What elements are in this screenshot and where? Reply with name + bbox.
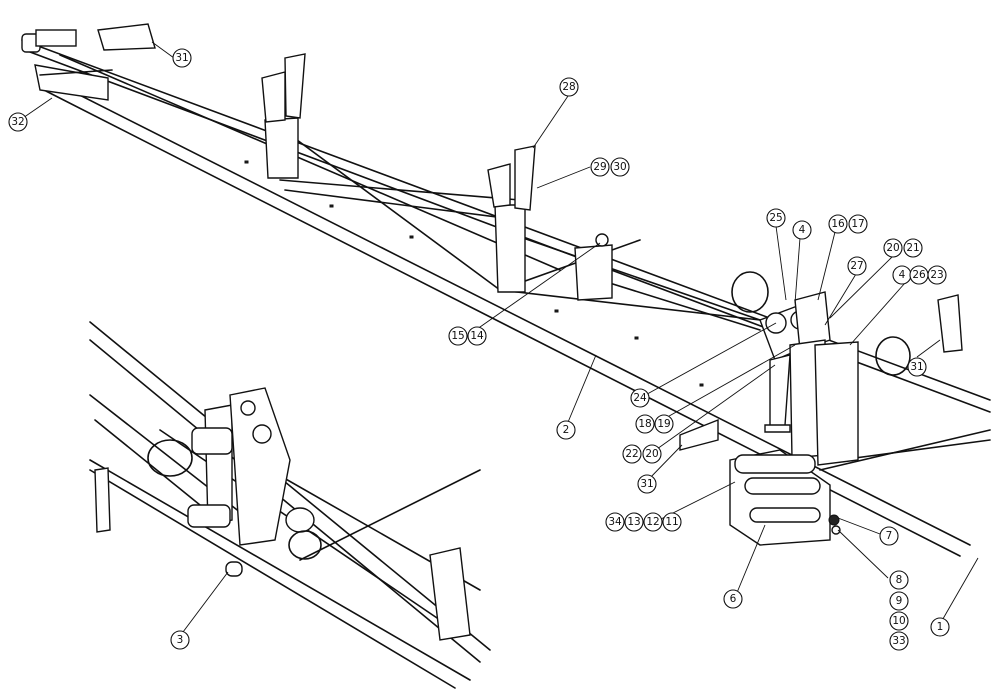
callout-14: 14: [467, 326, 487, 346]
hose-loop-right-2: [875, 336, 911, 376]
svg-text:31: 31: [175, 52, 188, 64]
callout-20b: 20: [642, 444, 662, 464]
callout-17: 17: [848, 214, 868, 234]
callout-31b: 31: [907, 357, 927, 377]
callout-1: 1: [930, 617, 950, 637]
callout-32: 32: [8, 112, 28, 132]
callout-34: 34: [605, 512, 625, 532]
callout-25: 25: [766, 208, 786, 228]
svg-text:21: 21: [906, 242, 919, 254]
pivot-bolt: [595, 233, 609, 247]
callout-31c: 31: [637, 474, 657, 494]
callout-23: 23: [927, 265, 947, 285]
callout-31a: 31: [172, 48, 192, 68]
svg-text:19: 19: [657, 418, 670, 430]
svg-text:33: 33: [892, 635, 905, 647]
lower-decal: [679, 418, 719, 451]
svg-text:8: 8: [896, 574, 903, 586]
svg-text:12: 12: [646, 516, 659, 528]
callout-7: 7: [879, 526, 899, 546]
callout-26: 26: [909, 265, 929, 285]
center-support-post: [487, 145, 536, 293]
svg-text:10: 10: [892, 615, 905, 627]
callout-8: 8: [889, 570, 909, 590]
callout-9: 9: [889, 591, 909, 611]
callout-10: 10: [889, 611, 909, 631]
svg-text:34: 34: [608, 516, 622, 528]
left-support-post: [261, 53, 306, 179]
callout-4b: 4: [892, 265, 912, 285]
svg-text:27: 27: [850, 260, 863, 272]
svg-text:4: 4: [799, 224, 806, 236]
callout-12: 12: [643, 512, 663, 532]
svg-text:30: 30: [613, 161, 626, 173]
callout-20a: 20: [883, 238, 903, 258]
callout-24: 24: [630, 388, 650, 408]
svg-text:25: 25: [769, 212, 782, 224]
svg-text:1: 1: [937, 621, 944, 633]
callout-3: 3: [170, 630, 190, 650]
callout-30: 30: [610, 157, 630, 177]
svg-text:11: 11: [665, 516, 678, 528]
callout-2: 2: [556, 420, 576, 440]
svg-text:29: 29: [593, 161, 606, 173]
callout-19: 19: [654, 414, 674, 434]
svg-text:26: 26: [912, 269, 926, 281]
svg-text:22: 22: [625, 448, 638, 460]
callout-15: 15: [448, 326, 468, 346]
right-decal: [937, 294, 963, 353]
callout-4a: 4: [792, 220, 812, 240]
hose-loop-right-1: [731, 271, 769, 313]
svg-text:24: 24: [633, 392, 647, 404]
svg-text:2: 2: [563, 424, 570, 436]
svg-text:20: 20: [886, 242, 899, 254]
callout-13: 13: [624, 512, 644, 532]
callout-16: 16: [828, 214, 848, 234]
svg-text:6: 6: [730, 593, 737, 605]
svg-text:28: 28: [562, 81, 575, 93]
callout-27: 27: [847, 256, 867, 276]
svg-text:16: 16: [831, 218, 845, 230]
callout-28: 28: [559, 77, 579, 97]
callout-21: 21: [903, 238, 923, 258]
callout-11: 11: [662, 512, 682, 532]
callout-18: 18: [635, 414, 655, 434]
svg-text:14: 14: [470, 330, 484, 342]
svg-text:23: 23: [930, 269, 943, 281]
svg-text:13: 13: [627, 516, 640, 528]
svg-text:31: 31: [910, 361, 923, 373]
svg-text:15: 15: [451, 330, 464, 342]
hinge-assembly: [759, 291, 859, 466]
boom-tip-bracket: [21, 29, 113, 101]
callout-33: 33: [889, 631, 909, 651]
svg-text:4: 4: [899, 269, 906, 281]
svg-text:32: 32: [11, 116, 24, 128]
svg-text:18: 18: [638, 418, 651, 430]
svg-text:3: 3: [177, 634, 184, 646]
svg-text:7: 7: [886, 530, 893, 542]
carriage-assembly: [729, 449, 841, 546]
svg-text:17: 17: [851, 218, 864, 230]
svg-text:9: 9: [896, 595, 903, 607]
svg-text:31: 31: [640, 478, 653, 490]
callout-22: 22: [622, 444, 642, 464]
tip-decal: [97, 23, 156, 51]
leader-lines: [19, 41, 979, 637]
center-gusset-plate: [574, 244, 613, 301]
callout-29: 29: [590, 157, 610, 177]
svg-text:20: 20: [645, 448, 658, 460]
callout-6: 6: [723, 589, 743, 609]
detail-inset: [89, 321, 491, 689]
